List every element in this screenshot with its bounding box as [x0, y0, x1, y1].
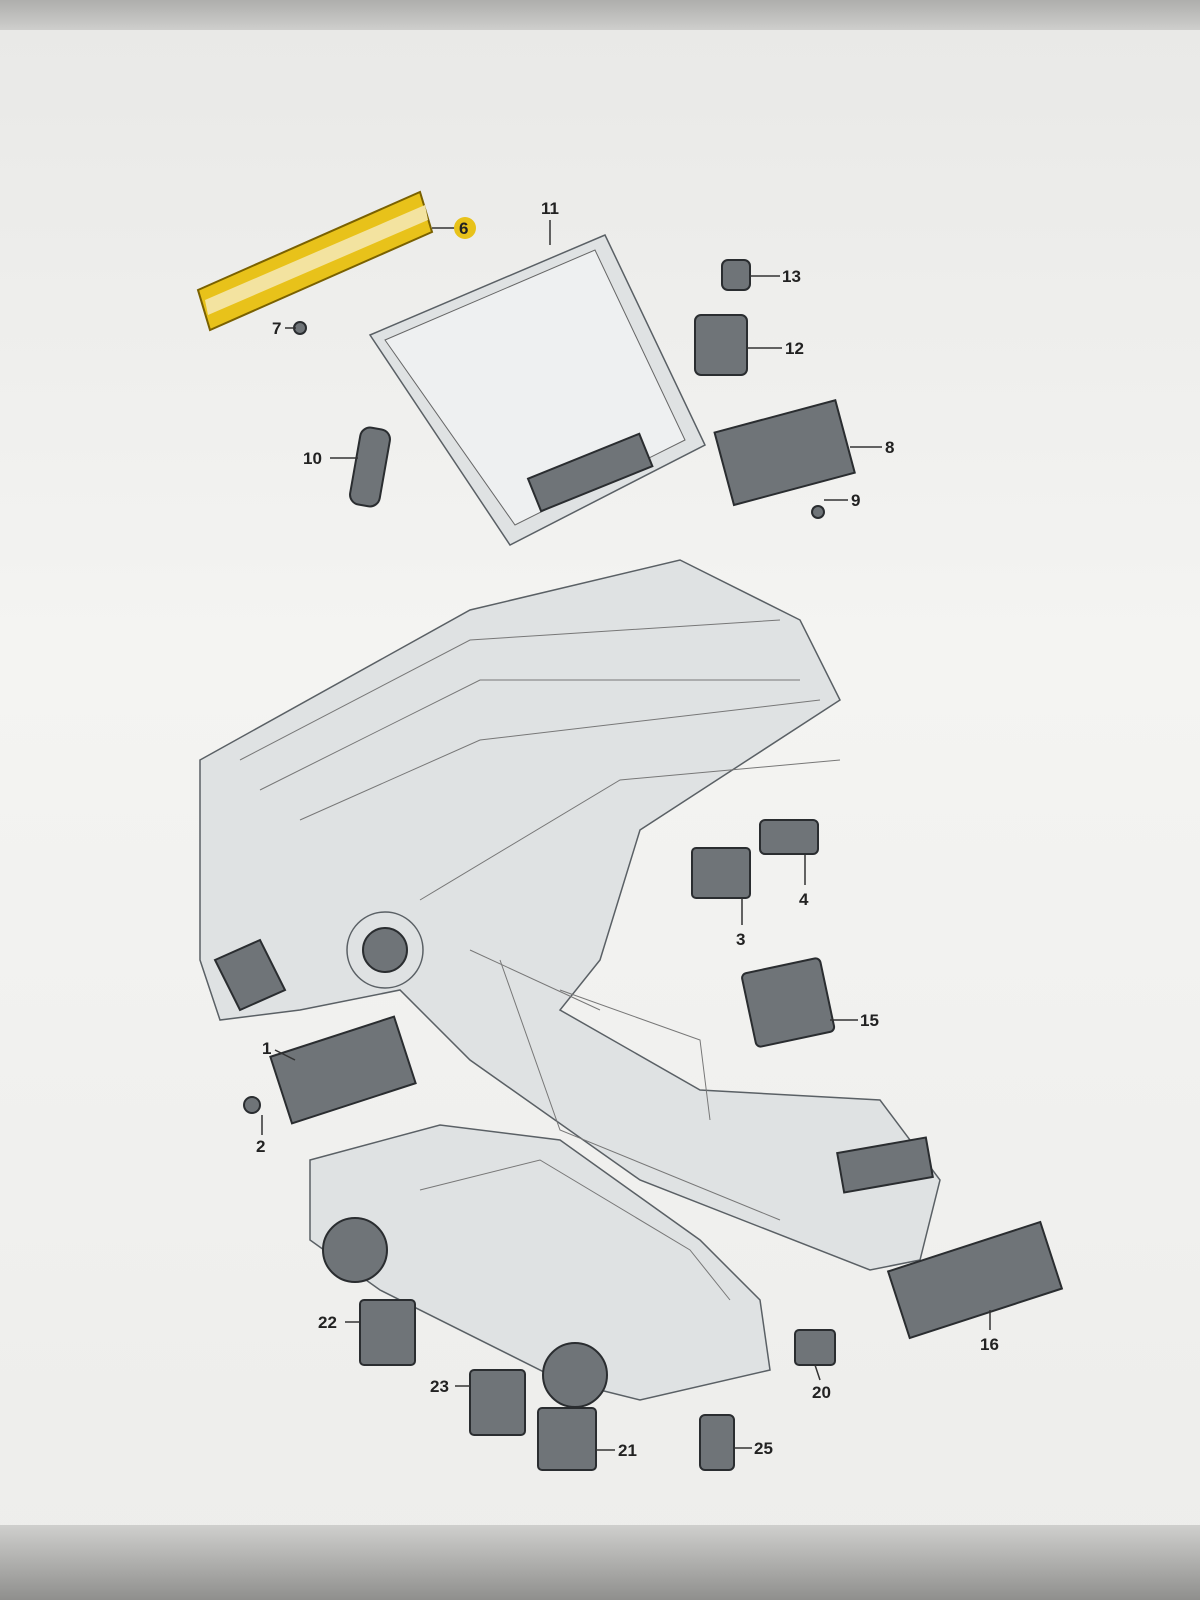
callout-15: 15	[860, 1011, 879, 1030]
callout-12: 12	[785, 339, 804, 358]
part-22-window-switch	[359, 1299, 416, 1366]
callout-13: 13	[782, 267, 801, 286]
leader-lines	[261, 220, 991, 1451]
part-15-switch	[741, 957, 836, 1048]
callout-6: 6	[459, 219, 468, 238]
part-11-display	[368, 234, 706, 546]
callout-16: 16	[980, 1335, 999, 1354]
part-16-rear-control	[886, 1220, 1064, 1340]
part-12-knob-base	[694, 314, 748, 376]
part-3-switch	[691, 847, 751, 899]
callout-9: 9	[851, 491, 860, 510]
callout-4: 4	[799, 890, 809, 909]
callout-8: 8	[885, 438, 894, 457]
vehicle-illustration	[309, 1124, 771, 1408]
callout-11: 11	[541, 199, 559, 218]
part-9-screw	[811, 505, 825, 519]
callout-20: 20	[812, 1383, 831, 1402]
callout-1: 1	[262, 1039, 271, 1058]
part-13-knob	[721, 259, 751, 291]
part-23-window-switch	[469, 1369, 526, 1436]
part-20-switch	[794, 1329, 836, 1366]
callout-7: 7	[272, 319, 281, 338]
part-4-switch	[759, 819, 819, 855]
part-10-lighter	[349, 426, 391, 508]
center-console	[199, 559, 941, 1271]
callout-21: 21	[618, 1441, 637, 1460]
monitor-bezel-bottom	[0, 1525, 1200, 1600]
callout-10: 10	[303, 449, 322, 468]
callout-22: 22	[318, 1313, 337, 1332]
part-25-switch	[699, 1414, 735, 1471]
part-6-switch-strip	[196, 190, 476, 332]
callout-3: 3	[736, 930, 745, 949]
callout-25: 25	[754, 1439, 773, 1458]
part-21-window-switch	[537, 1407, 597, 1471]
part-8-climate-control	[713, 398, 856, 507]
part-2-screw	[243, 1096, 261, 1114]
callout-23: 23	[430, 1377, 449, 1396]
callout-2: 2	[256, 1137, 265, 1156]
part-1-switch-panel	[269, 1015, 417, 1125]
